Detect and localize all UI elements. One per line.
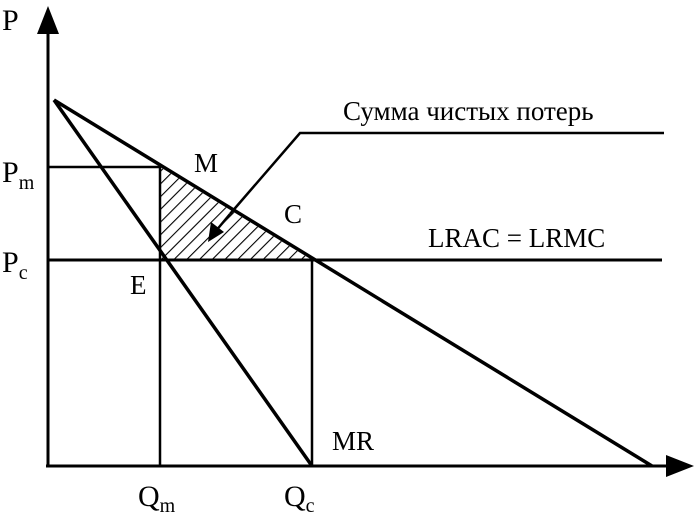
demand-curve [53, 98, 653, 468]
mr-curve [52, 98, 314, 468]
point-c-label: C [284, 199, 302, 229]
cost-curve-label: LRAC = LRMC [428, 223, 605, 253]
annotation-leader [229, 131, 664, 215]
qc-label: Qc [284, 480, 315, 517]
pc-label-main: P [2, 246, 19, 279]
qc-label-sub: c [306, 495, 315, 517]
x-axis-arrow [666, 455, 694, 477]
deadweight-loss-annotation: Сумма чистых потерь [343, 96, 594, 126]
qm-label-main: Q [138, 480, 160, 513]
pc-label: Pc [2, 246, 28, 284]
pm-label-sub: m [19, 172, 35, 194]
deadweight-loss-area [160, 167, 312, 260]
pm-label: Pm [2, 156, 35, 194]
qm-label: Qm [138, 480, 176, 517]
qm-label-sub: m [160, 495, 176, 517]
annotation-arrowhead [208, 222, 224, 242]
qc-label-main: Q [284, 480, 306, 513]
point-m-label: M [194, 148, 218, 178]
mr-label: MR [332, 426, 374, 456]
y-axis-label: P [2, 4, 19, 37]
pm-label-main: P [2, 156, 19, 189]
point-e-label: E [130, 270, 147, 300]
pc-label-sub: c [19, 262, 28, 284]
y-axis-arrow [37, 6, 59, 34]
